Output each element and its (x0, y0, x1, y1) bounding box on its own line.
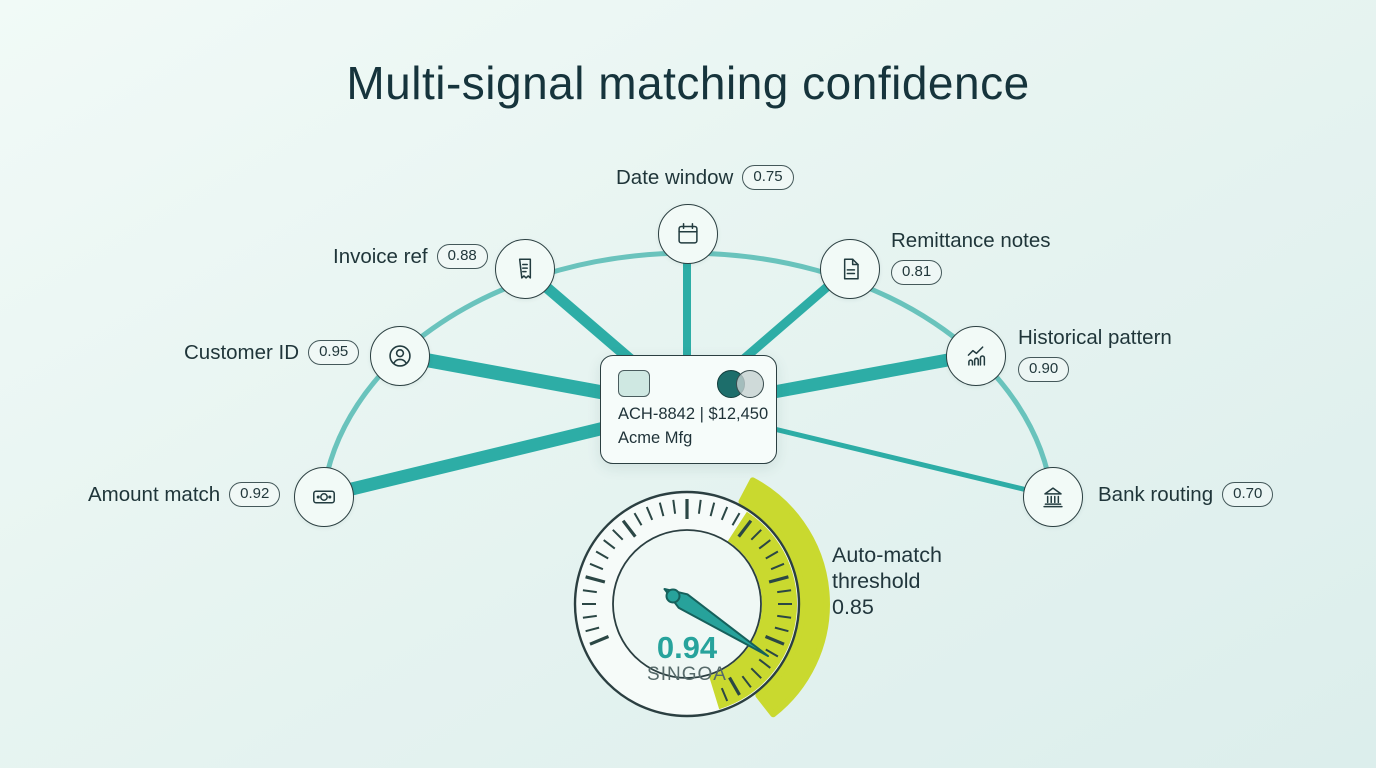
card-chip-icon (618, 370, 650, 397)
signal-label-historical-pattern: Historical pattern 0.90 (1018, 326, 1172, 382)
score-badge: 0.70 (1222, 482, 1274, 507)
card-payer-name: Acme Mfg (618, 429, 693, 447)
score-badge: 0.95 (308, 340, 360, 365)
card-network-circle-light (736, 370, 764, 398)
signal-label-customer-id: Customer ID 0.95 (184, 340, 360, 365)
score-badge: 0.92 (229, 482, 281, 507)
signal-label-date-window: Date window 0.75 (616, 165, 794, 190)
score-badge: 0.90 (1018, 357, 1070, 382)
gauge-caption: SINGOA (647, 664, 727, 685)
signal-node-historical-pattern (946, 326, 1006, 386)
payment-card: ACH-8842 | $12,450 Acme Mfg (600, 355, 777, 464)
gauge-tick-marks (582, 499, 792, 702)
gauge-outer-threshold-band (738, 477, 830, 718)
signal-node-invoice-ref (495, 239, 555, 299)
user-icon (389, 345, 411, 367)
calendar-icon (678, 223, 698, 244)
signal-label-text: Date window (616, 165, 734, 189)
signal-label-text: Historical pattern (1018, 326, 1172, 349)
gauge-needle (663, 588, 769, 657)
receipt-icon (518, 258, 532, 279)
signal-node-remittance-notes (820, 239, 880, 299)
signal-label-text: Bank routing (1098, 482, 1214, 506)
signal-node-date-window (658, 204, 718, 264)
gauge-inner-threshold-band (708, 511, 798, 710)
gauge-value: 0.94 (656, 630, 718, 665)
score-badge: 0.88 (436, 244, 488, 269)
confidence-gauge (573, 477, 830, 718)
signal-label-amount-match: Amount match 0.92 (88, 482, 281, 507)
bank-icon (1043, 487, 1063, 508)
signal-label-text: Amount match (88, 482, 221, 506)
banknote-icon (313, 490, 335, 504)
threshold-line2: threshold (832, 569, 921, 593)
signal-label-invoice-ref: Invoice ref 0.88 (333, 244, 488, 269)
gauge-needle-hub (665, 588, 681, 604)
signal-label-text: Customer ID (184, 340, 300, 364)
page-title: Multi-signal matching confidence (346, 57, 1030, 109)
signal-label-bank-routing: Bank routing 0.70 (1098, 482, 1274, 507)
score-badge: 0.75 (742, 165, 794, 190)
threshold-line1: Auto-match (832, 543, 942, 567)
signal-label-remittance-notes: Remittance notes 0.81 (891, 229, 1051, 285)
signal-label-text: Invoice ref (333, 244, 428, 268)
signal-node-bank-routing (1023, 467, 1083, 527)
threshold-value: 0.85 (832, 595, 874, 619)
signal-node-amount-match (294, 467, 354, 527)
card-text: ACH-8842 | $12,450 Acme Mfg (618, 402, 768, 450)
card-payment-reference: ACH-8842 | $12,450 (618, 405, 769, 423)
trend-chart-icon (967, 346, 986, 366)
signal-node-customer-id (370, 326, 430, 386)
signal-label-text: Remittance notes (891, 229, 1051, 252)
auto-match-threshold-note: Auto-match threshold 0.85 (832, 542, 942, 620)
score-badge: 0.81 (891, 260, 943, 285)
document-icon (843, 258, 859, 280)
